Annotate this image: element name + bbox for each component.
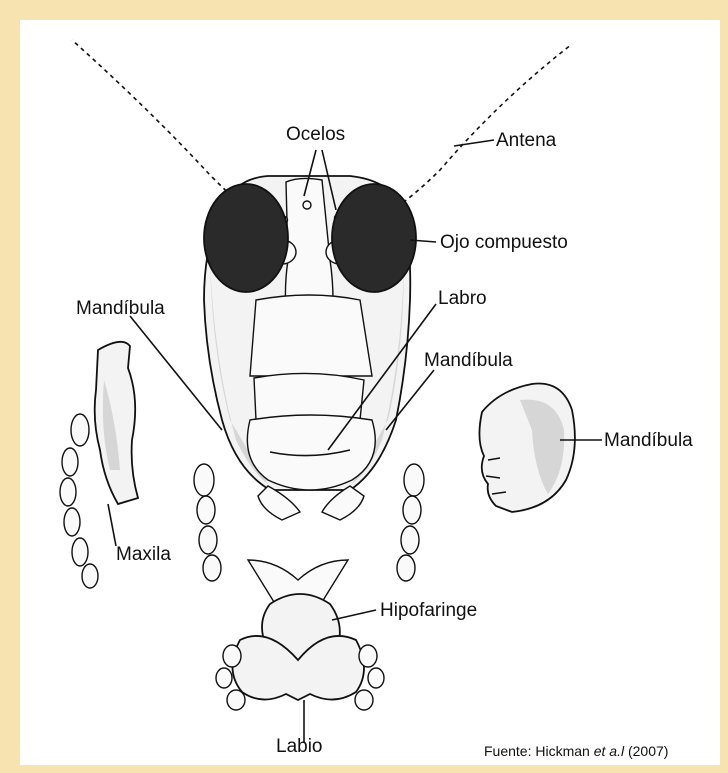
label-mandibula-center: Mandíbula	[424, 350, 513, 371]
mandible-detached	[479, 384, 574, 512]
source-italic: et a.l	[594, 743, 625, 759]
label-hipofaringe: Hipofaringe	[380, 600, 477, 621]
label-mandibula-right: Mandíbula	[604, 430, 693, 451]
source-suffix: (2007)	[624, 743, 668, 759]
compound-eye-left	[204, 184, 288, 292]
label-ocelos: Ocelos	[286, 124, 345, 145]
label-labro: Labro	[438, 288, 487, 309]
label-labio: Labio	[276, 736, 323, 757]
label-antena: Antena	[496, 130, 557, 151]
source-prefix: Fuente: Hickman	[484, 743, 594, 759]
maxillary-palp-right	[397, 464, 424, 581]
maxillary-palp-left	[194, 464, 221, 581]
source-credit: Fuente: Hickman et a.l (2007)	[484, 743, 668, 759]
labrum	[247, 373, 375, 490]
mandible-teeth	[258, 486, 364, 520]
label-ojo-compuesto: Ojo compuesto	[440, 232, 568, 253]
compound-eye-right	[332, 184, 416, 292]
label-mandibula-left: Mandíbula	[76, 298, 165, 319]
label-maxila: Maxila	[116, 544, 171, 565]
